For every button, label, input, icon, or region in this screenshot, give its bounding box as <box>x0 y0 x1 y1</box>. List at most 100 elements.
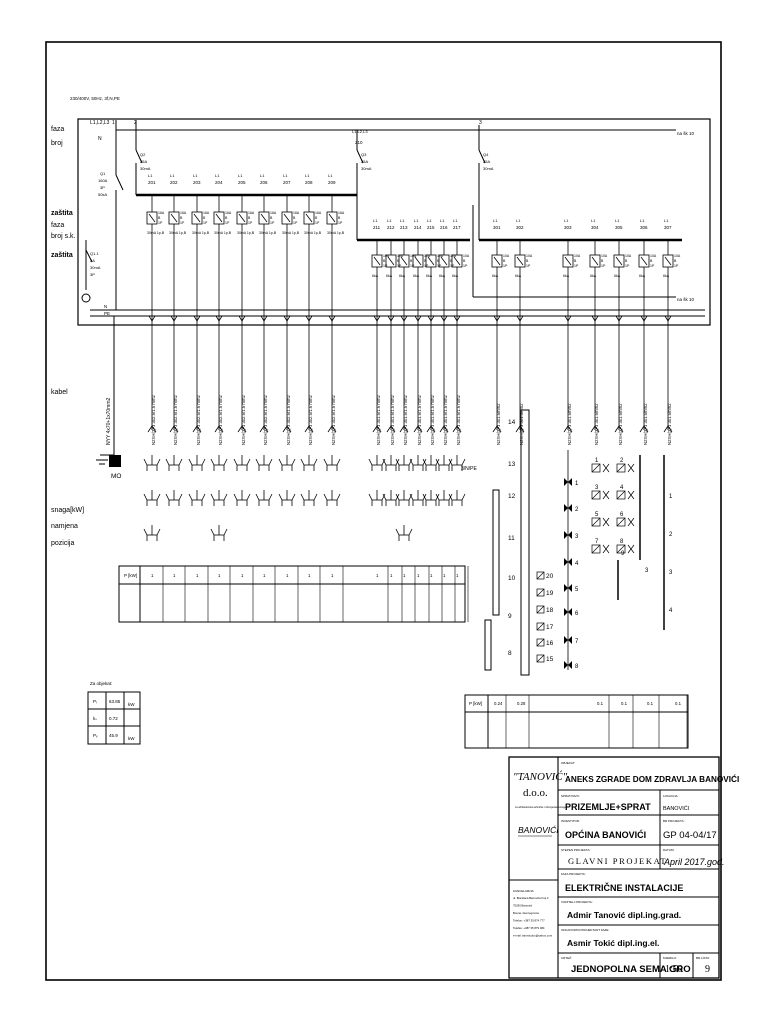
load-symbol <box>255 455 273 471</box>
investitor-label: INVESTITOR: <box>561 819 580 823</box>
valve-icon: 7 <box>564 636 579 645</box>
load-symbol <box>188 490 206 506</box>
title-block: "TANOVIĆ" d.o.o. za arhitektonsko-tehnič… <box>508 756 739 979</box>
br-projekta-label: BR.PROJEKTA: <box>663 819 685 823</box>
circuit-number: 305 <box>615 225 623 230</box>
valve-number: 3 <box>575 534 579 540</box>
rcd-q2: Q2 25A 30mA <box>135 149 151 195</box>
socket-icon <box>536 654 545 663</box>
circuit-phase: L1 <box>305 173 310 178</box>
contact-line: 75290 Banovići <box>513 904 533 908</box>
rcd-type: 30mA 1p,B <box>304 231 322 235</box>
power-value: 1 <box>430 573 433 578</box>
power-value: 0.1 <box>597 701 604 706</box>
circuit-phase: L1 <box>427 218 432 223</box>
company-city: BANOVIĆI <box>518 825 559 835</box>
load-symbol <box>395 490 413 506</box>
breaker-rating: 10A <box>625 254 632 258</box>
summary-value: 0.72 <box>109 716 118 721</box>
rcd-type: 6kA <box>386 274 393 278</box>
circuit-number: 214 <box>414 225 422 230</box>
breaker-poles: 1P <box>397 264 402 268</box>
load-symbol <box>233 455 251 471</box>
rcd-type: 6kA <box>452 274 459 278</box>
circuit-number: 301 <box>493 225 501 230</box>
breaker-char: B <box>463 259 466 263</box>
cable-label: N2XH(3)-J 3x2.5/1.5 mm2 <box>196 394 201 445</box>
power-value: 1 <box>456 573 459 578</box>
breaker-rating: 16A <box>248 211 255 215</box>
circuit-phase: L1 <box>453 218 458 223</box>
contact-title: KANCELARIJA: <box>513 889 535 893</box>
rcd-type: 6kA <box>426 274 433 278</box>
breaker-poles: 1P <box>526 264 531 268</box>
load-symbol <box>255 490 273 506</box>
label-zastita: zaštita <box>51 210 73 217</box>
label-snaga: snaga[kW] <box>51 507 84 514</box>
summary-title: Za objekat: <box>90 681 112 686</box>
valve-number: 1 <box>575 481 579 487</box>
circuit-phase: L1 <box>591 218 596 223</box>
summary-value: 45.9 <box>109 733 118 738</box>
valve-number: 5 <box>575 587 579 593</box>
breaker-char: B <box>437 259 440 263</box>
summary-label: kₛ <box>93 716 97 721</box>
breaker-char: B <box>503 259 506 263</box>
circuit-phase: L1 <box>400 218 405 223</box>
load-symbol <box>435 490 453 506</box>
cable-label: N2XH(3)-J 3x2.5/1.5 mm2 <box>218 394 223 445</box>
breaker-char: B <box>574 259 577 263</box>
svg-text:3P: 3P <box>100 185 105 190</box>
valve-icon: 5 <box>564 584 579 593</box>
power-value: 1 <box>308 573 311 578</box>
breaker-rating: 10A <box>397 254 404 258</box>
mjerilo-label: MJERILO: <box>663 956 677 960</box>
valve-icon: 8 <box>564 661 579 670</box>
sprat-value: PRIZEMLJE+SPRAT <box>565 802 651 812</box>
crtez-value: JEDNOPOLNA SEMA GRO <box>571 964 691 975</box>
label-namjena: namjena <box>51 523 78 530</box>
svg-text:50kA: 50kA <box>98 192 107 197</box>
breaker-char: B <box>203 216 206 220</box>
circuit-phase: L1 <box>440 218 445 223</box>
circuit-number: 304 <box>591 225 599 230</box>
svg-text:2A: 2A <box>90 258 95 263</box>
socket-icon <box>536 638 545 647</box>
rcd-type: 6kA <box>515 274 522 278</box>
breaker-rating: 10A <box>410 254 417 258</box>
lamp-icon: 2 <box>616 458 635 473</box>
circuit-number: 302 <box>516 225 524 230</box>
position-number: 8 <box>508 650 512 657</box>
position-bar-1 <box>520 409 530 676</box>
circuit-number: 202 <box>170 180 178 185</box>
cable-label: N2XH(3)-J 3x2.5/1.5 mm2 <box>308 394 313 445</box>
rcd-type: 30mA 1p,B <box>282 231 300 235</box>
breaker-rating: 16A <box>225 211 232 215</box>
cable-label: N2XH(3)-J 3x2.5/1.5 mm2 <box>286 394 291 445</box>
position-bar-2 <box>492 489 500 616</box>
circuit-phase: L1 <box>493 218 498 223</box>
lamp-number: 7 <box>595 539 599 545</box>
rcd-type: 6kA <box>372 274 379 278</box>
mjerilo-value: 1:50 <box>665 964 683 975</box>
contact-line: Telefax: +387 35 879 484 <box>513 926 545 930</box>
breaker-char: B <box>158 216 161 220</box>
circuit-number: 217 <box>453 225 461 230</box>
load-symbol <box>323 490 341 506</box>
lamp-number: 9 <box>621 551 625 557</box>
load-symbol <box>368 455 386 471</box>
power-value: 1 <box>151 573 154 578</box>
lamp-icon: 6 <box>616 512 635 527</box>
contact-line: e-mail: tanovicdoo@yahoo.com <box>513 934 553 938</box>
power-value: 1 <box>196 573 199 578</box>
breaker-rating: 10A <box>526 254 533 258</box>
